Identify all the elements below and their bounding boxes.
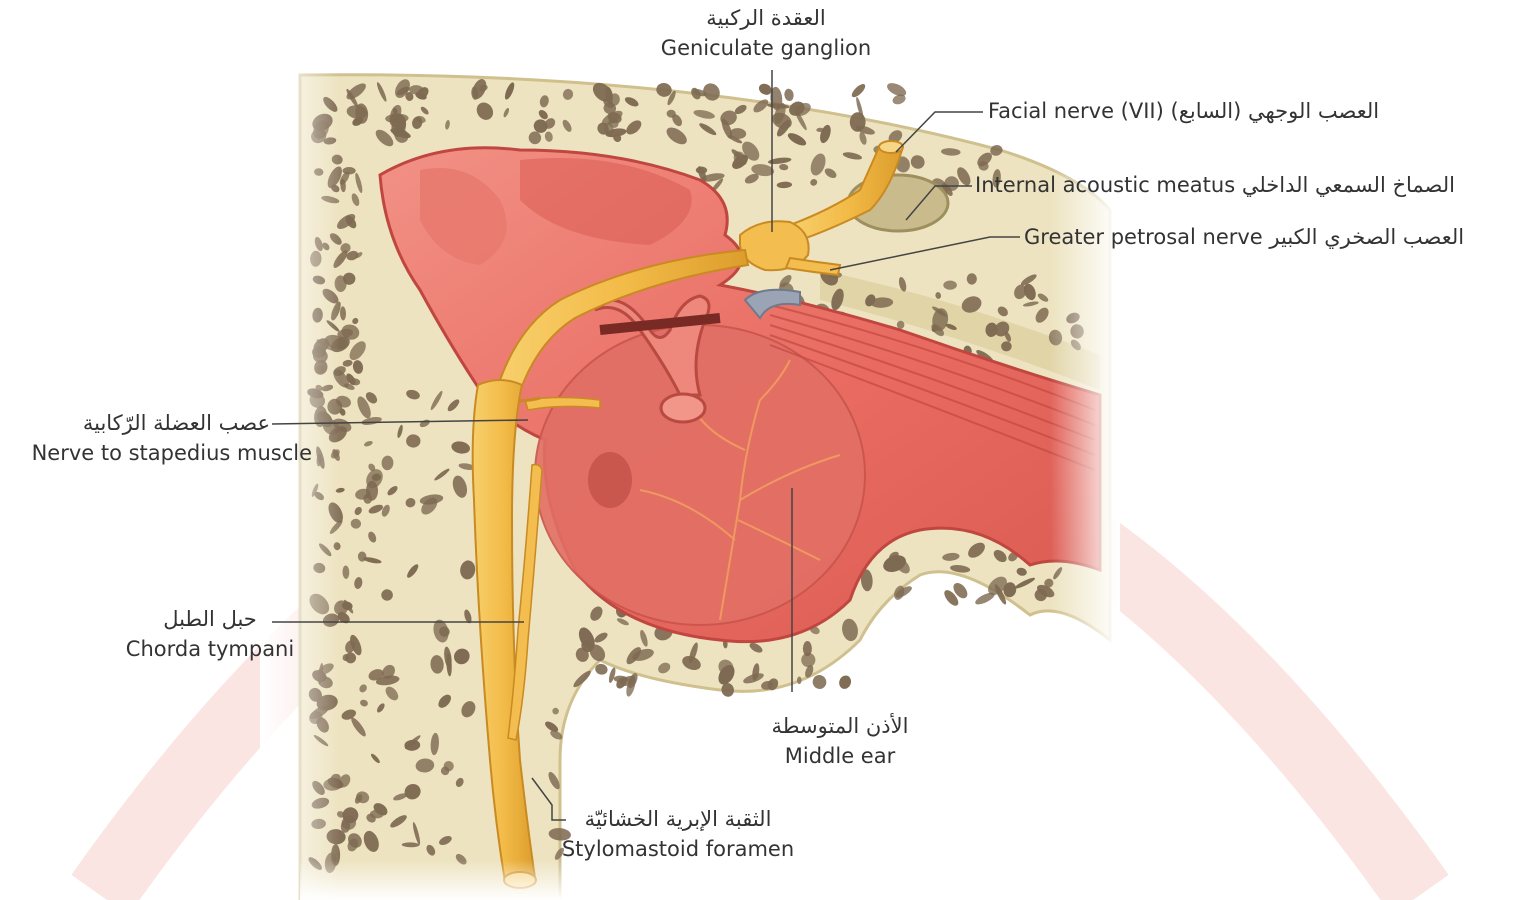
label-chorda-tympani-en: Chorda tympani <box>110 634 310 664</box>
marrow-cell <box>943 281 957 290</box>
label-greater-petrosal-nerve-en: Greater petrosal nerve <box>1024 225 1263 249</box>
label-facial-nerve: Facial nerve (VII) العصب الوجهي (السابع) <box>988 96 1379 126</box>
label-geniculate-ganglion: العقدة الركبية Geniculate ganglion <box>636 3 896 63</box>
label-internal-acoustic-meatus-ar: الصماخ السمعي الداخلي <box>1242 173 1455 197</box>
label-middle-ear-ar: الأذن المتوسطة <box>740 711 940 741</box>
label-nerve-to-stapedius-en: Nerve to stapedius muscle <box>6 438 312 468</box>
label-middle-ear: الأذن المتوسطة Middle ear <box>740 711 940 771</box>
marrow-cell <box>797 677 802 685</box>
marrow-cell <box>850 82 868 99</box>
label-chorda-tympani-ar: حبل الطبل <box>110 604 310 634</box>
label-nerve-to-stapedius-ar: عصب العضلة الرّكابية <box>6 408 312 438</box>
label-facial-nerve-en: Facial nerve (VII) <box>988 99 1164 123</box>
label-internal-acoustic-meatus-en: Internal acoustic meatus <box>975 173 1235 197</box>
label-facial-nerve-ar: العصب الوجهي (السابع) <box>1171 99 1380 123</box>
label-geniculate-ganglion-en: Geniculate ganglion <box>636 33 896 63</box>
marrow-cell <box>837 674 853 691</box>
label-stylomastoid-foramen: الثقبة الإبرية الخشائيّة Stylomastoid fo… <box>540 804 816 864</box>
label-stylomastoid-foramen-ar: الثقبة الإبرية الخشائيّة <box>540 804 816 834</box>
label-internal-acoustic-meatus: Internal acoustic meatus الصماخ السمعي ا… <box>975 170 1455 200</box>
label-greater-petrosal-nerve: Greater petrosal nerve العصب الصخري الكب… <box>1024 222 1464 252</box>
label-greater-petrosal-nerve-ar: العصب الصخري الكبير <box>1269 225 1464 249</box>
marrow-cell <box>783 88 794 102</box>
label-nerve-to-stapedius: عصب العضلة الرّكابية Nerve to stapedius … <box>6 408 312 468</box>
marrow-cell <box>967 273 977 284</box>
marrow-cell <box>343 167 356 174</box>
label-geniculate-ganglion-ar: العقدة الركبية <box>636 3 896 33</box>
label-middle-ear-en: Middle ear <box>740 741 940 771</box>
label-chorda-tympani: حبل الطبل Chorda tympani <box>110 604 310 664</box>
label-stylomastoid-foramen-en: Stylomastoid foramen <box>540 834 816 864</box>
marrow-cell <box>608 667 617 684</box>
